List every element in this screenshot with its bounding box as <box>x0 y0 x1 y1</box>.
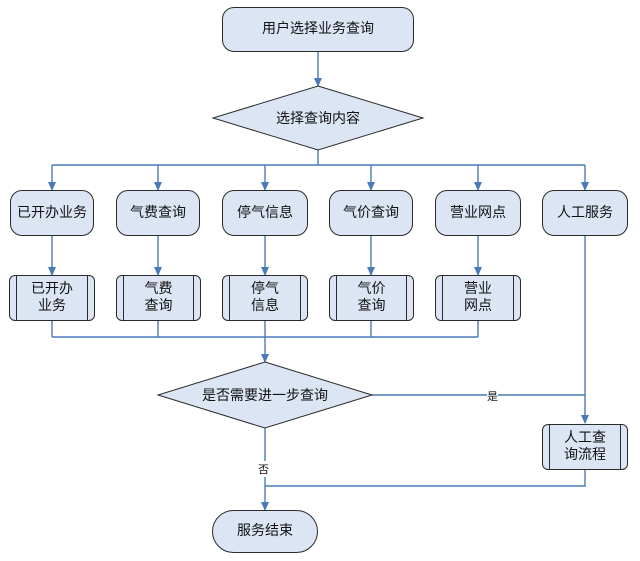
option-label-5: 营业网点 <box>450 204 506 221</box>
manual-service-label: 人工服务 <box>557 204 613 221</box>
subprocess-box-2: 气费 查询 <box>116 275 201 321</box>
subprocess-label-5: 营业 网点 <box>464 281 492 314</box>
option-box-4: 气价查询 <box>329 190 413 236</box>
subprocess-label-1: 已开办 业务 <box>31 281 73 314</box>
option-box-5: 营业网点 <box>435 190 521 236</box>
subprocess-label-2: 气费 查询 <box>144 281 173 314</box>
option-label-2: 气费查询 <box>130 204 186 221</box>
yes-label: 是 <box>487 388 498 404</box>
option-box-2: 气费查询 <box>116 190 200 236</box>
start-label: 用户选择业务查询 <box>262 21 374 37</box>
subprocess-box-3: 停气 信息 <box>222 275 308 321</box>
manual-process-box: 人工查 询流程 <box>542 424 628 470</box>
subprocess-box-4: 气价 查询 <box>329 275 414 321</box>
manual-service-box: 人工服务 <box>542 190 628 236</box>
decision2-label-box: 是否需要进一步查询 <box>158 381 372 409</box>
option-label-4: 气价查询 <box>343 204 399 221</box>
line-manual-process-to-end <box>265 470 586 487</box>
end-node: 服务结束 <box>212 510 318 553</box>
manual-process-label: 人工查 询流程 <box>564 430 606 463</box>
no-label: 否 <box>258 461 269 477</box>
decision1-label-box: 选择查询内容 <box>213 104 423 132</box>
decision2-label: 是否需要进一步查询 <box>202 388 328 404</box>
option-box-3: 停气信息 <box>222 190 308 236</box>
subprocess-label-3: 停气 信息 <box>251 281 279 314</box>
subprocess-box-1: 已开办 业务 <box>9 275 95 321</box>
option-label-3: 停气信息 <box>237 204 293 221</box>
start-node: 用户选择业务查询 <box>222 7 414 52</box>
option-label-1: 已开办业务 <box>17 204 87 221</box>
subprocess-label-4: 气价 查询 <box>357 281 386 314</box>
decision1-label: 选择查询内容 <box>276 111 360 127</box>
subprocess-box-5: 营业 网点 <box>435 275 521 321</box>
end-label: 服务结束 <box>237 523 293 539</box>
decision-select-content <box>211 85 425 151</box>
decision-further-query <box>156 361 374 429</box>
option-box-1: 已开办业务 <box>10 190 94 236</box>
